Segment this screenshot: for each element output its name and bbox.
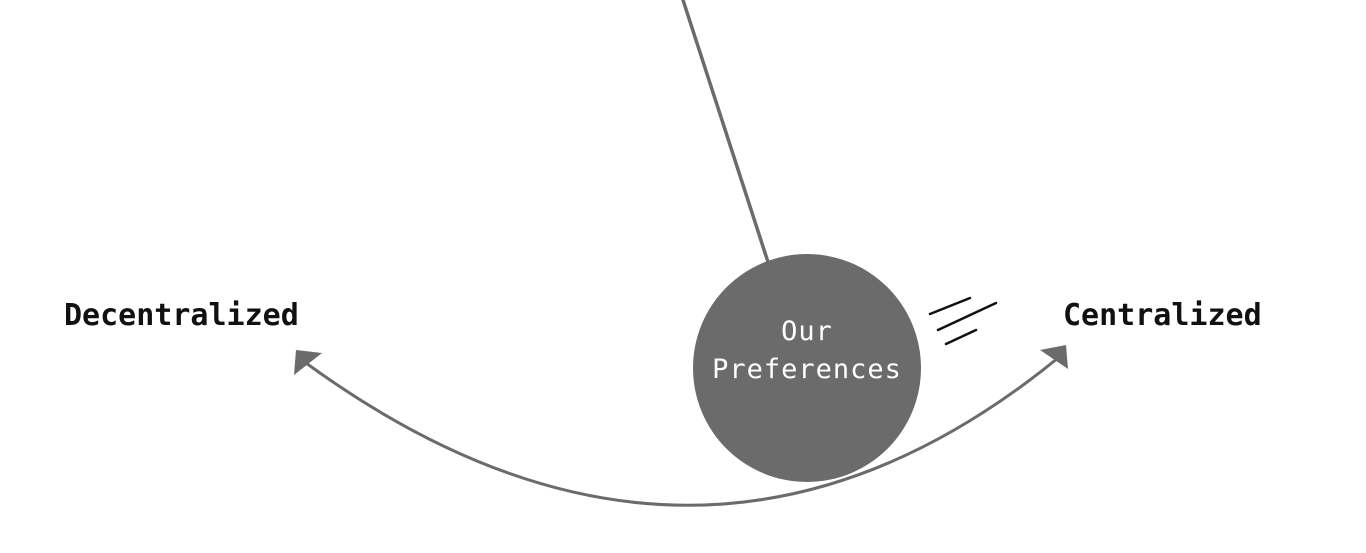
motion-lines-icon bbox=[928, 296, 998, 346]
arrowhead-right bbox=[1040, 345, 1068, 369]
ball-label-line1: Our bbox=[781, 316, 833, 347]
swing-arc bbox=[305, 356, 1059, 507]
pendulum-ball bbox=[693, 254, 921, 482]
label-centralized: Centralized bbox=[1063, 298, 1262, 333]
ball-label-line2: Preferences bbox=[712, 354, 902, 385]
pendulum-string bbox=[681, 0, 770, 264]
arrowhead-left bbox=[294, 350, 322, 375]
label-decentralized: Decentralized bbox=[64, 298, 299, 333]
